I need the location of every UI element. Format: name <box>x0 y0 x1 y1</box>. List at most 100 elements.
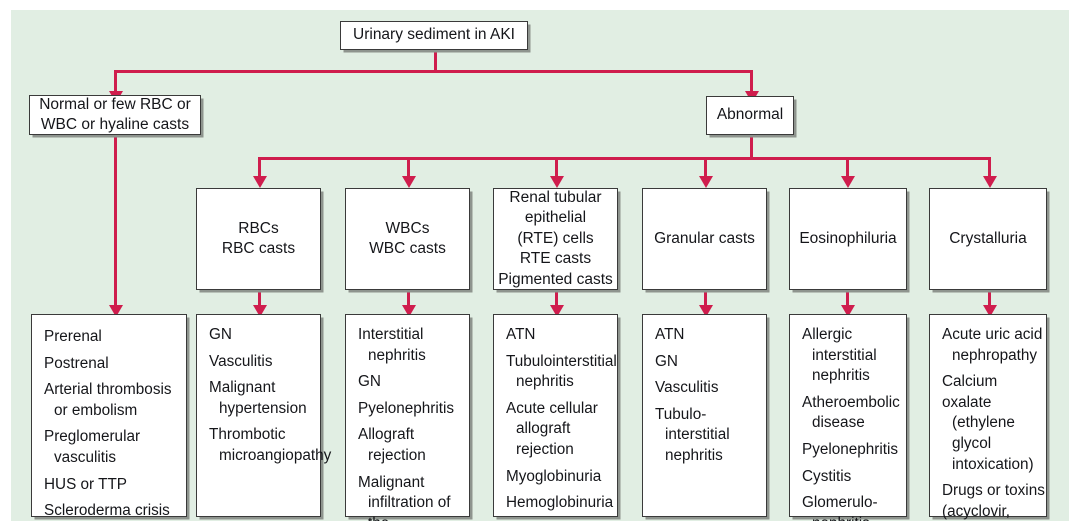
connector-rbcs-to-list <box>258 290 261 309</box>
diagram-stage: Urinary sediment in AKI Normal or few RB… <box>11 10 1069 521</box>
connector-root-stem <box>434 48 437 73</box>
connector-bus-to-granular <box>704 157 707 179</box>
outcome-item: Hemoglobinuria <box>494 493 617 514</box>
connector-eosino-to-list <box>846 290 849 309</box>
node-root[interactable]: Urinary sediment in AKI <box>340 21 528 50</box>
node-category-wbcs[interactable]: WBCs WBC casts <box>345 188 470 290</box>
outcome-item-label: Malignant <box>209 379 276 397</box>
outcome-item-label: Scleroderma crisis <box>44 502 170 520</box>
node-category-eosinophiluria-label: Eosinophiluria <box>799 229 897 247</box>
outcome-item-label: Tubulointerstitial <box>506 352 617 370</box>
connector-to-abnormal <box>750 70 753 95</box>
arrow-bus-to-eosino <box>840 176 855 188</box>
node-category-eosinophiluria[interactable]: Eosinophiluria <box>789 188 907 290</box>
outcome-item-label: Allograft <box>358 426 415 444</box>
outcome-item: Vasculitis <box>643 378 766 399</box>
outcome-item: GN <box>643 352 766 373</box>
outcome-item: GN <box>346 372 469 393</box>
outcome-item-continuation: vasculitis <box>54 448 117 466</box>
outcome-item: Myoglobinuria <box>494 467 617 488</box>
outcome-item: Pyelonephritis <box>346 399 469 420</box>
outcome-item-continuation: nephropathy <box>952 346 1038 364</box>
node-category-rte[interactable]: Renal tubular epithelial (RTE) cells RTE… <box>493 188 618 290</box>
connector-root-bus <box>114 70 753 73</box>
outcome-item-label: Tubulo- <box>655 405 707 423</box>
node-category-rte-label: Renal tubular epithelial (RTE) cells RTE… <box>498 188 613 288</box>
connector-normal-to-list <box>114 134 117 309</box>
outcome-item-continuation: infiltration of the <box>368 494 451 521</box>
outcome-item: Malignant hypertension <box>197 378 320 419</box>
outcome-item: Preglomerular vasculitis <box>32 427 186 468</box>
outcome-item-label: Malignant <box>358 473 425 491</box>
outcome-item-continuation: nephritis <box>812 367 870 385</box>
outcome-item-label: GN <box>655 352 678 370</box>
arrow-bus-to-granular <box>698 176 713 188</box>
outcome-item-continuation: nephritis <box>790 514 906 521</box>
outcome-item-continuation: nephritis <box>516 373 574 391</box>
outcome-item-label: Preglomerular <box>44 428 141 446</box>
connector-granular-to-list <box>704 290 707 309</box>
node-root-label: Urinary sediment in AKI <box>353 26 515 44</box>
arrow-bus-to-crystal <box>982 176 997 188</box>
outcome-item-continuation: intoxication) <box>952 455 1034 473</box>
outcome-item-label: HUS or TTP <box>44 475 128 493</box>
node-category-crystalluria[interactable]: Crystalluria <box>929 188 1047 290</box>
outcome-item-label: Pyelonephritis <box>802 440 899 458</box>
outcome-item-label: ATN <box>655 326 685 343</box>
outcome-item-label: Drugs or toxins <box>942 482 1045 500</box>
node-normal[interactable]: Normal or few RBC or WBC or hyaline cast… <box>29 95 201 135</box>
outcome-item-label: Arterial thrombosis <box>44 381 172 399</box>
connector-abnormal-stem <box>750 135 753 160</box>
outcome-item-continuation: interstitial <box>665 426 730 444</box>
outcome-item-label: GN <box>209 326 232 343</box>
outcome-item-continuation: interstitial <box>812 346 877 364</box>
node-category-granular[interactable]: Granular casts <box>642 188 767 290</box>
outcome-item-label: Interstitial <box>358 326 424 343</box>
outcome-item: Thrombotic microangiopathy <box>197 425 332 466</box>
connector-rte-to-list <box>555 290 558 309</box>
outcome-item: Drugs or toxins(acyclovir,indinavir,sulf… <box>930 481 1046 521</box>
node-category-rbcs[interactable]: RBCs RBC casts <box>196 188 321 290</box>
outcome-item-continuation: allograft rejection <box>516 420 575 458</box>
outcome-item-label: Vasculitis <box>209 352 273 370</box>
outcome-item: Postrenal <box>32 354 186 375</box>
node-abnormal-label: Abnormal <box>716 106 784 124</box>
outcome-item: Cystitis <box>790 467 906 488</box>
connector-bus-to-eosino <box>846 157 849 179</box>
connector-crystal-to-list <box>988 290 991 309</box>
outcome-item-continuation: microangiopathy <box>219 446 332 464</box>
outcome-item-label: Postrenal <box>44 354 109 372</box>
outcome-item-continuation: disease <box>812 414 865 432</box>
outcome-item-label: Calcium oxalate <box>942 373 1002 411</box>
connector-bus-to-rbcs <box>258 157 261 179</box>
connector-bus-to-wbcs <box>407 157 410 179</box>
node-abnormal[interactable]: Abnormal <box>706 96 794 135</box>
outcome-item: Pyelonephritis <box>790 440 906 461</box>
outcome-item-label: Hemoglobinuria <box>506 494 614 512</box>
outcome-item: GN <box>197 325 320 346</box>
outcome-item-label: Thrombotic <box>209 426 286 444</box>
node-category-crystalluria-label: Crystalluria <box>949 229 1027 247</box>
outcome-item-continuation: hypertension <box>219 399 307 417</box>
outcome-item-continuation: (acyclovir, <box>942 502 1010 520</box>
outcome-item-continuation: or embolism <box>54 401 138 419</box>
